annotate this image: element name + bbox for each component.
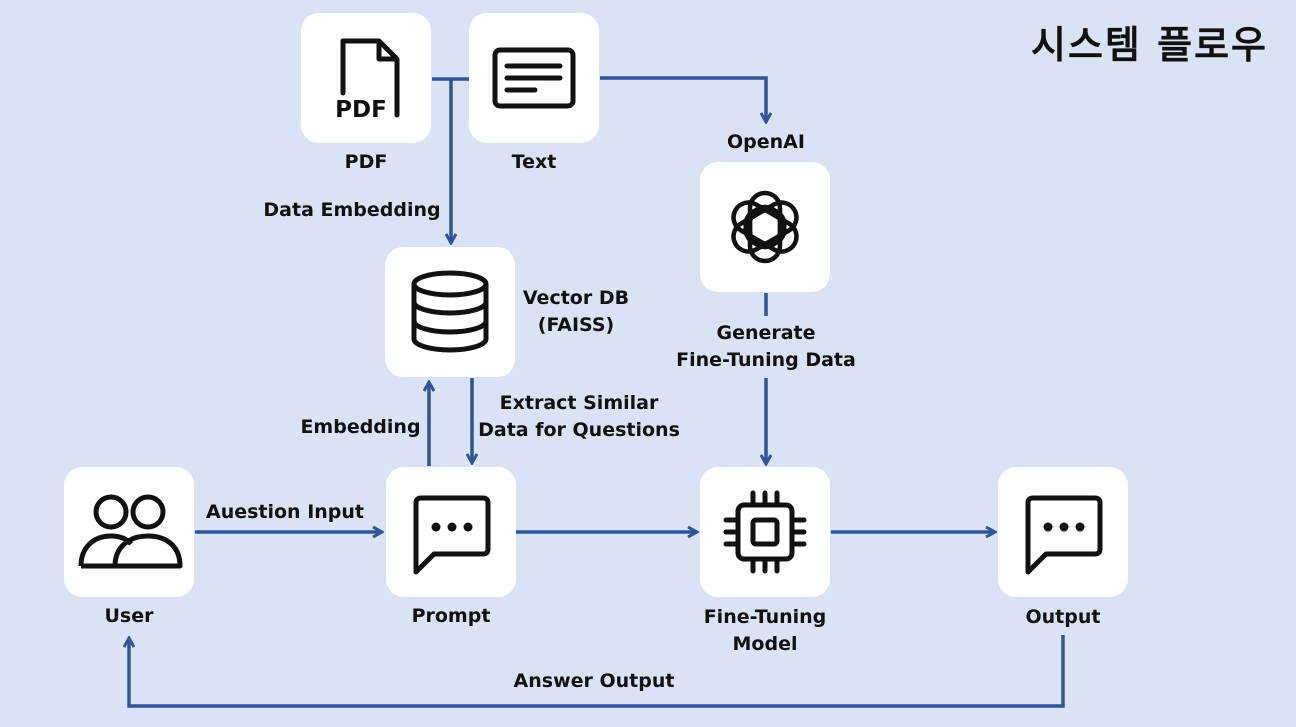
generate-ft-data-label: Generate Fine-Tuning Data: [676, 322, 856, 371]
answer-output-label: Answer Output: [513, 670, 675, 692]
chat-bubble-icon: [413, 495, 491, 575]
users-icon: [78, 494, 183, 569]
text-label: Text: [511, 151, 557, 173]
extract-similar-label: Extract Similar Data for Questions: [478, 392, 680, 441]
text-to-openai-arrow: [600, 76, 766, 122]
fine-tuning-model-label: Fine-Tuning Model: [703, 606, 827, 655]
openai-logo-icon: [731, 190, 799, 264]
database-icon: [411, 270, 489, 353]
output-label: Output: [1025, 606, 1101, 628]
pdf-node: PDF: [301, 13, 431, 143]
text-document-icon: [492, 47, 576, 109]
embedding-label: Embedding: [300, 416, 421, 438]
answer-output-arrow: [129, 635, 1065, 708]
fine-tuning-model-node: [700, 467, 830, 597]
data-embedding-label: Data Embedding: [263, 199, 441, 221]
pdf-label: PDF: [344, 151, 388, 173]
chat-bubble-icon: [1025, 495, 1103, 575]
pdf-icon-text: PDF: [335, 97, 387, 123]
user-node: [64, 467, 194, 597]
question-input-label: Auestion Input: [205, 501, 365, 523]
vector-db-node: [385, 247, 515, 377]
output-node: [998, 467, 1128, 597]
cpu-chip-icon: [723, 490, 807, 574]
diagram-title: 시스템 플로우: [1031, 23, 1268, 67]
prompt-label: Prompt: [411, 605, 491, 627]
openai-label: OpenAI: [727, 131, 805, 153]
vector-db-label: Vector DB (FAISS): [522, 287, 630, 336]
openai-node: [700, 162, 830, 292]
text-node: [469, 13, 599, 143]
pdf-file-icon: PDF: [335, 38, 400, 123]
user-label: User: [104, 605, 154, 627]
prompt-node: [386, 467, 516, 597]
